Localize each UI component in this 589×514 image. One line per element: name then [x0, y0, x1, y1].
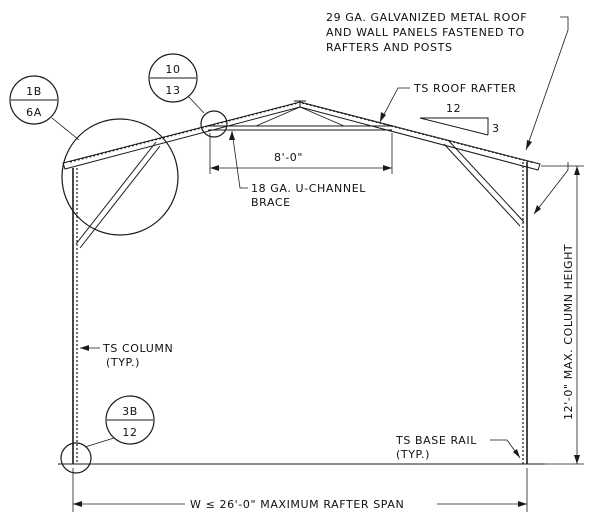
detail-area-eave: [61, 118, 179, 236]
detail-bubble-3b-12[interactable]: 3B 12: [84, 395, 155, 448]
detail-bubble-bottom-label: 6A: [26, 106, 42, 119]
brace-label-line1: 18 GA. U-CHANNEL: [251, 182, 366, 195]
roof-pitch-symbol: [419, 117, 489, 136]
roof-panels-line2: AND WALL PANELS FASTENED TO: [326, 26, 525, 39]
column-height-label: 12'-0" MAX. COLUMN HEIGHT: [562, 244, 575, 420]
roof-rafter-left: [62, 101, 301, 170]
pitch-run-label: 12: [446, 102, 461, 115]
roof-panels-line1: 29 GA. GALVANIZED METAL ROOF: [326, 11, 527, 24]
column-label-line2: (TYP.): [106, 356, 140, 369]
roof-panels-line3: RAFTERS AND POSTS: [326, 41, 453, 54]
left-column: [72, 168, 78, 464]
detail-area-brace: [200, 110, 228, 138]
detail-bubble-top-label: 3B: [122, 405, 138, 418]
detail-bubble-bottom-label: 12: [122, 426, 137, 439]
base-rail-leader: [490, 439, 521, 459]
roof-panels-leader: [525, 16, 569, 151]
column-label-line1: TS COLUMN: [102, 342, 173, 355]
u-channel-brace: [208, 106, 392, 131]
brace-dimension: [209, 133, 393, 174]
span-dimension: [72, 468, 528, 512]
span-label: W ≤ 26'-0" MAXIMUM RAFTER SPAN: [190, 498, 404, 511]
detail-bubble-bottom-label: 13: [165, 84, 180, 97]
brace-label-line2: BRACE: [251, 196, 291, 209]
column-leader: [80, 345, 100, 351]
roof-rafter-right: [299, 101, 541, 171]
detail-bubble-1b-6a[interactable]: 1B 6A: [9, 75, 80, 141]
detail-bubble-top-label: 10: [165, 63, 180, 76]
roof-rafter-leader: [379, 87, 410, 123]
brace-dimension-label: 8'-0": [274, 151, 303, 164]
detail-bubble-top-label: 1B: [26, 85, 42, 98]
detail-bubble-10-13[interactable]: 10 13: [148, 53, 205, 114]
knee-brace-left: [75, 141, 161, 249]
column-height-dimension: [532, 162, 584, 465]
right-column: [522, 162, 528, 464]
roof-rafter-label: TS ROOF RAFTER: [413, 82, 517, 95]
detail-area-base: [60, 442, 92, 474]
base-rail-label-line2: (TYP.): [396, 448, 430, 461]
base-rail-label-line1: TS BASE RAIL: [395, 434, 477, 447]
pitch-rise-label: 3: [492, 122, 500, 135]
brace-leader: [229, 130, 248, 189]
knee-brace-right: [443, 139, 525, 227]
